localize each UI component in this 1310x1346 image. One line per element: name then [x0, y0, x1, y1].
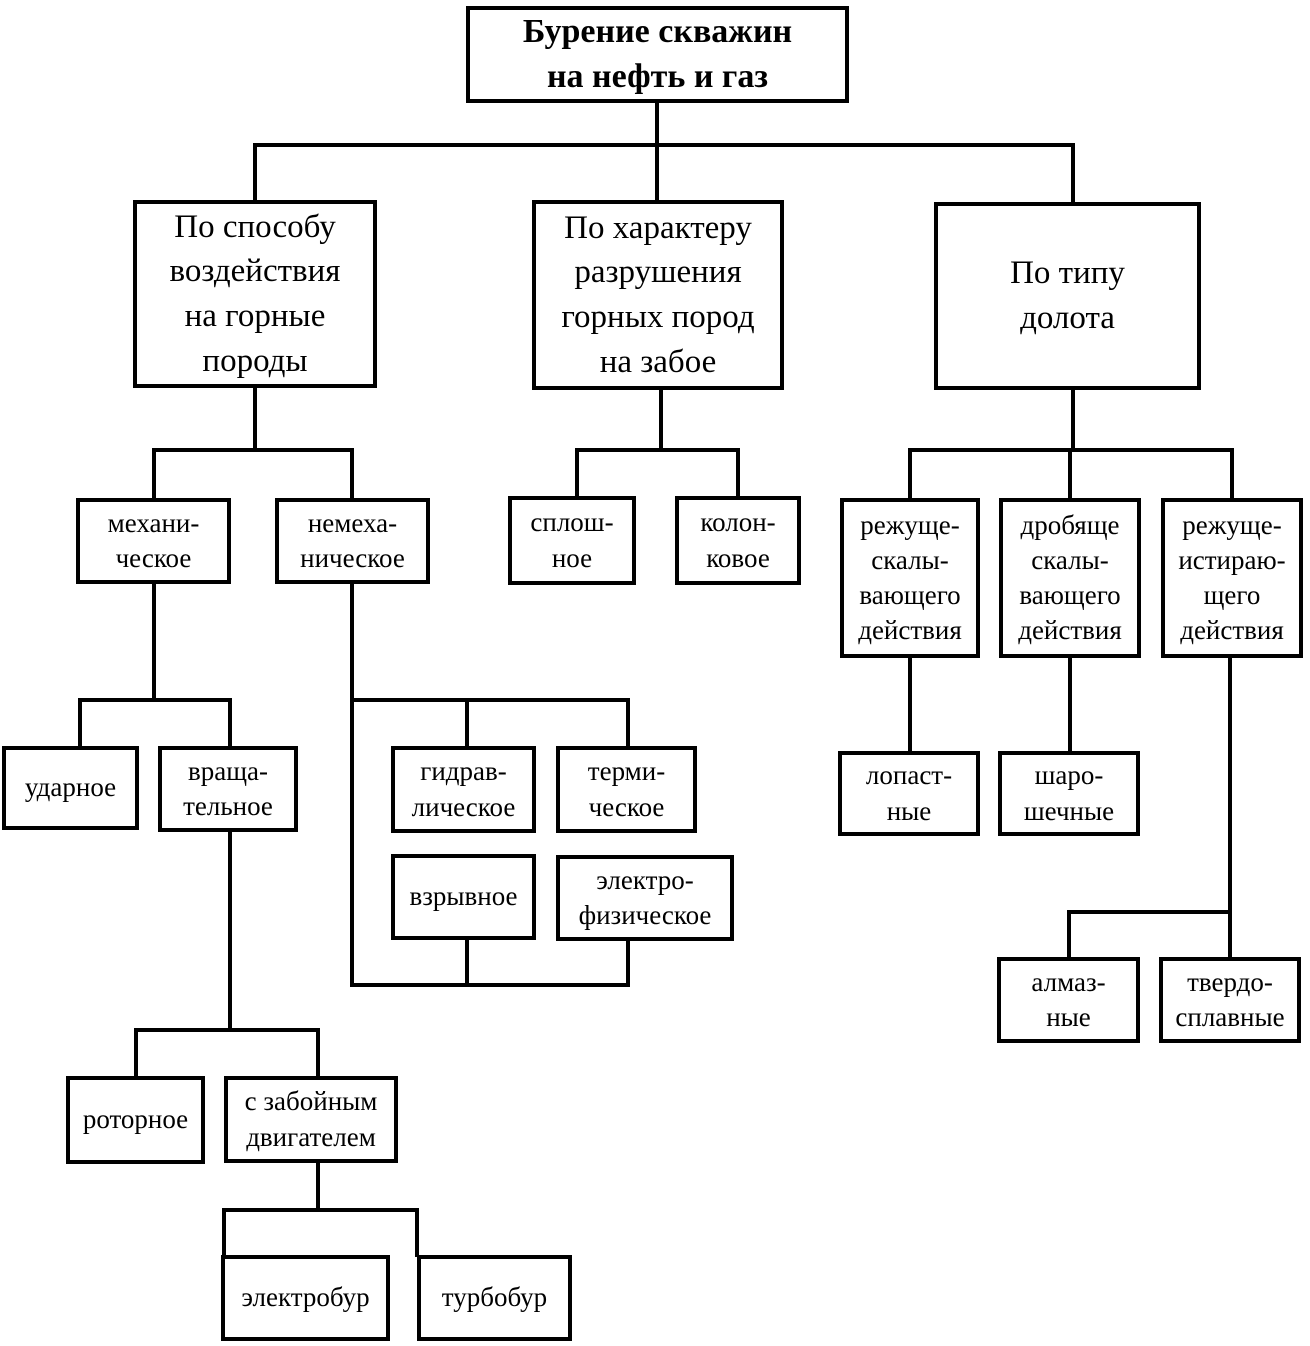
node-downhole-motor: с забойным двигателем [224, 1076, 398, 1163]
connector-method [152, 386, 354, 500]
node-rotary-label: роторное [82, 1104, 189, 1135]
node-solid: сплош- ное [508, 496, 636, 585]
node-impact-label: ударное [24, 772, 117, 803]
node-core: колон- ковое [675, 496, 801, 585]
node-rotational-label: враща- тельное [183, 755, 273, 821]
connector-abrading [1067, 656, 1232, 959]
node-non-mechanical: немеха- ническое [275, 498, 430, 584]
connector-rotational [134, 830, 320, 1078]
node-mechanical-label: механи- ческое [107, 507, 200, 573]
node-cutting-shearing-label: режуще- скалы- вающего действия [858, 509, 962, 646]
category-bit-type-label: По типу долота [1010, 255, 1125, 336]
node-crushing-shearing: дробяще скалы- вающего действия [999, 498, 1141, 658]
category-character-label: По характеру разрушения горных пород на … [561, 209, 755, 380]
node-rotational: враща- тельное [158, 746, 298, 832]
node-thermal: терми- ческое [556, 746, 697, 833]
node-impact: ударное [2, 746, 139, 830]
node-electrodrill-label: электробур [241, 1282, 370, 1313]
node-diamond-label: алмаз- ные [1031, 966, 1106, 1032]
node-hard-alloy-label: твердо- сплавные [1175, 966, 1285, 1032]
node-blade: лопаст- ные [838, 751, 980, 836]
node-cutting-abrading: режуще- истираю- щего действия [1161, 498, 1303, 658]
node-roller-cone-label: шаро- шечные [1023, 760, 1115, 826]
node-electrodrill: электробур [221, 1255, 390, 1341]
node-thermal-label: терми- ческое [587, 756, 666, 822]
root-node: Бурение скважин на нефть и газ [466, 6, 849, 103]
node-mechanical: механи- ческое [76, 498, 231, 584]
connector-root [253, 101, 1075, 202]
node-non-mechanical-label: немеха- ническое [300, 507, 405, 573]
node-electrophysical-label: электро- физическое [578, 864, 712, 930]
connector-downhole [222, 1161, 419, 1257]
node-hydraulic-label: гидрав- лическое [411, 756, 516, 822]
node-hydraulic: гидрав- лическое [391, 746, 536, 833]
category-character: По характеру разрушения горных пород на … [532, 200, 784, 390]
node-downhole-motor-label: с забойным двигателем [244, 1086, 378, 1152]
connector-mechanical [78, 582, 232, 748]
category-method-label: По способу воздействия на горные породы [169, 208, 341, 379]
node-electrophysical: электро- физическое [556, 855, 734, 941]
root-label: Бурение скважин на нефть и газ [522, 13, 793, 95]
node-crushing-shearing-label: дробяще скалы- вающего действия [1018, 509, 1122, 646]
connector-nonmech [350, 582, 630, 987]
connector-character [575, 388, 740, 498]
node-turbodrill-label: турбобур [441, 1282, 548, 1313]
node-solid-label: сплош- ное [530, 507, 614, 573]
category-bit-type: По типу долота [934, 202, 1201, 390]
connector-bit [908, 388, 1234, 500]
node-diamond: алмаз- ные [997, 957, 1140, 1043]
node-turbodrill: турбобур [417, 1255, 572, 1341]
node-cutting-shearing: режуще- скалы- вающего действия [840, 498, 980, 658]
node-cutting-abrading-label: режуще- истираю- щего действия [1178, 509, 1286, 646]
category-method: По способу воздействия на горные породы [133, 200, 377, 388]
node-hard-alloy: твердо- сплавные [1159, 957, 1301, 1043]
node-explosive: взрывное [391, 854, 536, 940]
node-core-label: колон- ковое [700, 507, 776, 573]
node-rotary: роторное [66, 1076, 205, 1164]
node-explosive-label: взрывное [409, 881, 518, 912]
node-blade-label: лопаст- ные [865, 760, 953, 826]
node-roller-cone: шаро- шечные [998, 751, 1140, 836]
